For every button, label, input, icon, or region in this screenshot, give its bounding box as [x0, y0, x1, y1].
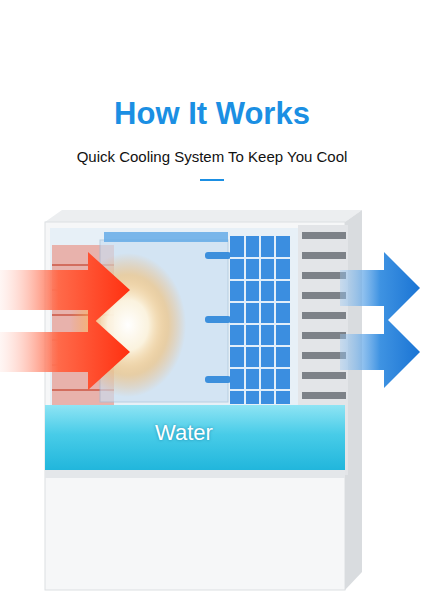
- hot-air-arrows: [0, 252, 130, 390]
- cool-air-arrows: [340, 252, 420, 388]
- subtitle: Quick Cooling System To Keep You Cool: [0, 147, 424, 167]
- vent-slats: [302, 232, 346, 399]
- title: How It Works: [0, 96, 424, 132]
- base-shadow: [45, 470, 345, 478]
- cooling-filter: [230, 236, 290, 404]
- tank-top: [104, 232, 228, 242]
- inner-window: [50, 228, 298, 406]
- divider-line: [200, 179, 224, 181]
- water-band: Water: [45, 405, 345, 470]
- water-label: Water: [155, 419, 213, 447]
- pipes: [205, 252, 231, 383]
